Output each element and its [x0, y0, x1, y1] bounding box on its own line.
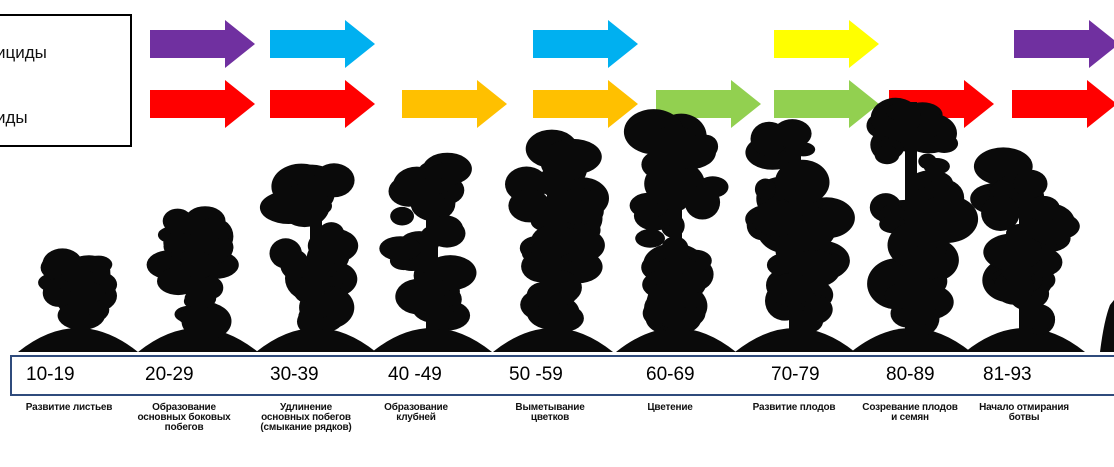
stage-code-30-39: 30-39 — [270, 364, 319, 385]
bbch-scale-bar: 10-19 20-29 30-39 40 -49 50 -59 60-69 70… — [10, 355, 1114, 396]
stage-label-side-shoots: Образование основных боковых побегов — [137, 402, 231, 433]
plant-silhouette-stage-7 — [735, 119, 855, 352]
stage-code-70-79: 70-79 — [771, 364, 820, 385]
top-arrow-purple-0 — [150, 20, 255, 68]
bottom-arrow-orange-3 — [533, 80, 638, 128]
treatment-arrows — [150, 20, 1114, 128]
stage-label-leaf-development: Развитие листьев — [25, 402, 113, 413]
plant-silhouette-stage-5 — [493, 129, 613, 352]
stage-label-flowering: Цветение — [647, 402, 693, 413]
stage-code-20-29: 20-29 — [145, 364, 194, 385]
bottom-arrow-red-0 — [150, 80, 255, 128]
bottom-arrow-orange-2 — [402, 80, 507, 128]
bottom-arrow-red-7 — [1012, 80, 1114, 128]
plant-silhouettes — [18, 97, 1114, 352]
stage-label-fruit-development: Развитие плодов — [752, 402, 836, 413]
stage-code-60-69: 60-69 — [646, 364, 695, 385]
stage-label-shoot-elongation: Удлинение основных побегов (смыкание ряд… — [260, 402, 352, 433]
legend-box: ициды иды — [0, 14, 132, 147]
stage-code-40-49: 40 -49 — [388, 364, 442, 385]
legend-label-insecticides: ициды — [0, 43, 47, 62]
stage-label-tuber-formation: Образование клубней — [384, 402, 448, 423]
top-arrow-yellow-3 — [774, 20, 879, 68]
bottom-arrow-red-1 — [270, 80, 375, 128]
plant-silhouette-stage-2 — [138, 206, 258, 352]
plant-silhouette-stage-3 — [256, 163, 376, 352]
plant-silhouette-stage-8 — [851, 97, 979, 352]
top-arrow-blue-2 — [533, 20, 638, 68]
plant-silhouette-stage-6 — [616, 109, 736, 352]
plant-silhouette-stage-1 — [18, 248, 138, 352]
plant-silhouette-edge — [1100, 300, 1114, 352]
stage-label-senescence: Начало отмирания ботвы — [979, 402, 1069, 423]
top-arrow-blue-1 — [270, 20, 375, 68]
plant-silhouette-stage-4 — [372, 152, 492, 352]
top-arrow-purple-4 — [1014, 20, 1114, 68]
stage-label-inflorescence: Выметывание цветков — [515, 402, 585, 423]
bottom-arrow-green-5 — [774, 80, 879, 128]
stage-label-ripening: Созревание плодов и семян — [862, 402, 958, 423]
stage-code-10-19: 10-19 — [26, 364, 75, 385]
plant-silhouette-stage-9 — [965, 147, 1085, 352]
legend-label-fungicides: иды — [0, 108, 28, 127]
stage-code-50-59: 50 -59 — [509, 364, 563, 385]
stage-code-80-89: 80-89 — [886, 364, 935, 385]
stage-code-81-93: 81-93 — [983, 364, 1032, 385]
